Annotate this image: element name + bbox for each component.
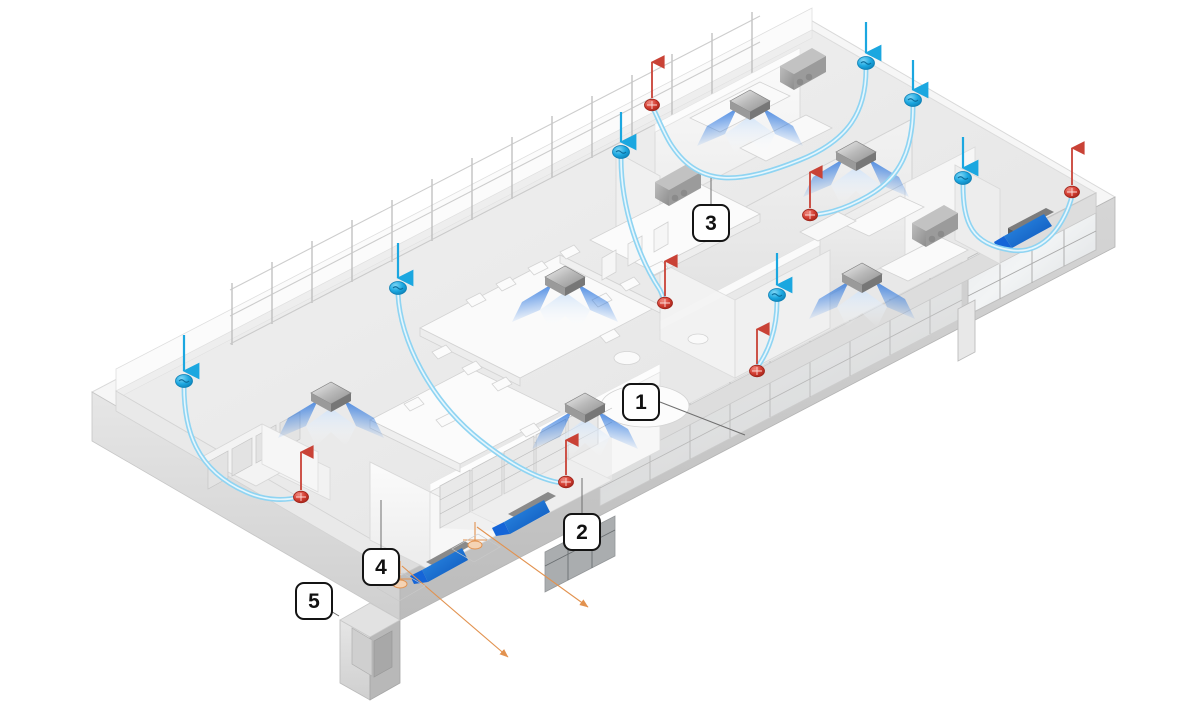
callout-badge-5[interactable]: 5 — [295, 582, 333, 620]
supply-valve-north-right — [904, 60, 929, 107]
callout-label: 1 — [635, 390, 647, 414]
callout-badge-3[interactable]: 3 — [692, 204, 730, 242]
supply-valve-east — [954, 137, 979, 185]
floor-sensor-corridor — [388, 561, 509, 658]
entrance-block — [339, 602, 401, 701]
supply-valve-open-office — [389, 243, 414, 295]
return-valve-east — [1064, 141, 1085, 199]
floor-sensor-storage — [463, 522, 589, 608]
cassette-open-office-north — [512, 265, 618, 330]
return-valve-north — [644, 55, 665, 112]
return-valves — [293, 55, 1085, 504]
wall-split-unit-corridor — [410, 541, 472, 584]
return-valve-lobby — [749, 322, 770, 378]
callout-badge-2[interactable]: 2 — [563, 513, 601, 551]
callout-label: 2 — [576, 520, 588, 544]
supply-valves — [175, 22, 979, 388]
callout-label: 3 — [705, 211, 717, 235]
supply-valve-west-exterior — [175, 335, 200, 388]
condenser-west — [655, 164, 701, 206]
callout-label: 5 — [308, 589, 320, 613]
callout-badge-1[interactable]: 1 — [622, 383, 660, 421]
callout-label: 4 — [375, 555, 387, 579]
callout-badge-4[interactable]: 4 — [362, 548, 400, 586]
return-valve-west — [293, 445, 314, 504]
return-valve-center-north — [657, 254, 678, 310]
supply-valve-north-left — [612, 112, 637, 159]
supply-valve-north-mid — [857, 22, 882, 70]
return-valve-meeting — [802, 165, 823, 222]
cassette-open-office-west — [278, 381, 384, 446]
floor-sensors — [376, 522, 589, 658]
cassette-meeting-north — [697, 89, 803, 154]
supply-valve-center — [768, 253, 793, 302]
west-lockers — [199, 411, 319, 493]
return-valve-open-office — [558, 433, 579, 489]
refrigerant-pipe-cores — [183, 68, 1073, 501]
cassette-office-east-upper — [803, 140, 909, 205]
condenser-east — [912, 205, 958, 247]
cassette-office-east-lower — [809, 262, 915, 327]
wall-split-unit-storage — [492, 492, 556, 536]
ceiling-cassette-units — [278, 89, 915, 457]
condenser-north — [780, 48, 826, 90]
